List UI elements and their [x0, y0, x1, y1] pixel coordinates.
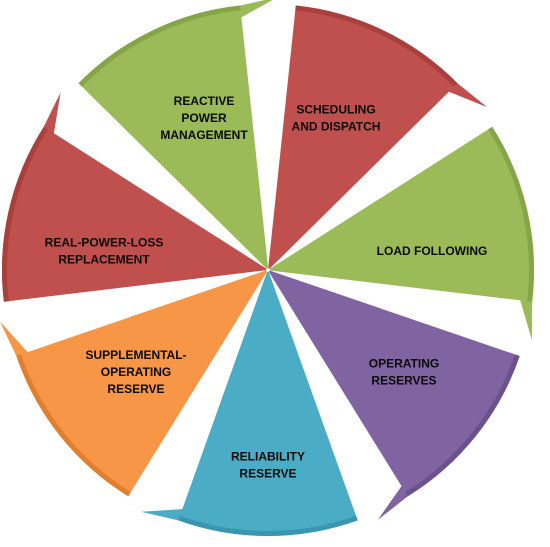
- segment-label-load-following: LOAD FOLLOWING: [377, 244, 488, 258]
- segment-label-line: SCHEDULING: [296, 103, 375, 117]
- segment-arrow-scheduling-and-dispatch: [268, 5, 488, 269]
- segment-arrow-real-power-loss-replacement: [1, 92, 267, 302]
- segment-label-line: REACTIVE: [174, 94, 235, 108]
- segment-real-power-loss-replacement: REAL-POWER-LOSS REPLACEMENT: [1, 92, 267, 302]
- segment-label-line: RESERVE: [107, 382, 164, 396]
- segment-label-line: OPERATING: [369, 357, 439, 371]
- segment-label-line: OPERATING: [101, 365, 171, 379]
- segment-operating-reserves: OPERATING RESERVES: [268, 270, 520, 520]
- segment-label-line: AND DISPATCH: [292, 120, 381, 134]
- segment-reactive-power-management: REACTIVE POWER MANAGEMENT: [78, 0, 273, 269]
- segment-reliability-reserve: RELIABILITY RESERVE: [141, 271, 358, 536]
- segment-load-following: LOAD FOLLOWING: [269, 126, 535, 340]
- segment-label-operating-reserves: OPERATING RESERVES: [369, 357, 439, 388]
- segment-label-line: REAL-POWER-LOSS: [45, 236, 164, 250]
- segment-label-line: RESERVE: [239, 467, 296, 481]
- segment-label-line: REPLACEMENT: [58, 253, 150, 267]
- segment-arrow-load-following: [269, 126, 535, 340]
- segment-label-supplemental-operating-reserve: SUPPLEMENTAL- OPERATING RESERVE: [85, 348, 186, 396]
- segment-label-reliability-reserve: RELIABILITY RESERVE: [231, 450, 305, 481]
- segment-label-real-power-loss-replacement: REAL-POWER-LOSS REPLACEMENT: [45, 236, 164, 267]
- segment-label-line: POWER: [181, 111, 227, 125]
- segment-scheduling-and-dispatch: SCHEDULING AND DISPATCH: [268, 5, 488, 269]
- segment-rim-reliability-reserve: [178, 515, 358, 536]
- segment-label-line: LOAD FOLLOWING: [377, 244, 488, 258]
- segment-label-scheduling-and-dispatch: SCHEDULING AND DISPATCH: [292, 103, 381, 134]
- segment-arrow-reactive-power-management: [78, 0, 273, 269]
- segment-rim-real-power-loss-replacement: [1, 126, 48, 302]
- segment-label-line: MANAGEMENT: [160, 128, 248, 142]
- segment-rim-load-following: [488, 126, 535, 302]
- segment-label-line: SUPPLEMENTAL-: [85, 348, 186, 362]
- segment-label-line: RELIABILITY: [231, 450, 305, 464]
- segment-label-reactive-power-management: REACTIVE POWER MANAGEMENT: [160, 94, 248, 142]
- segment-arrow-reliability-reserve: [141, 271, 358, 536]
- segment-label-line: RESERVES: [371, 374, 436, 388]
- segment-arrow-operating-reserves: [268, 270, 520, 520]
- segment-supplemental-operating-reserve: SUPPLEMENTAL- OPERATING RESERVE: [0, 270, 267, 497]
